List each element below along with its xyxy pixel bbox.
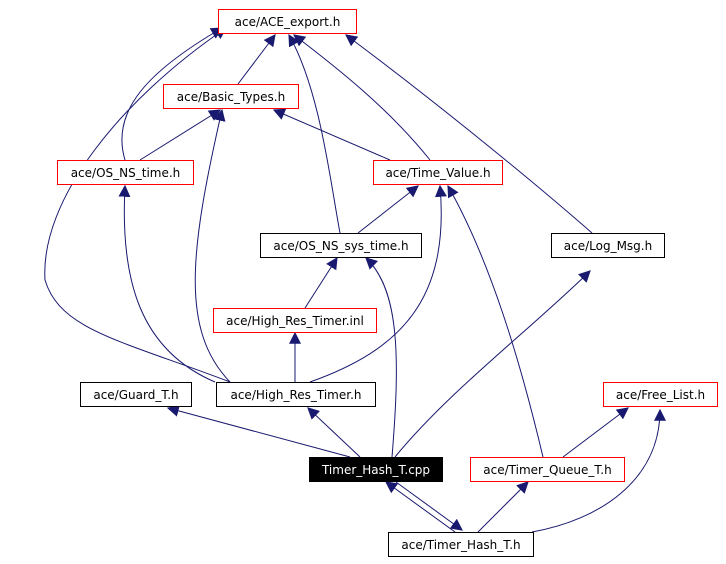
edge-timer-queue-to-time-value (447, 184, 544, 458)
node-os-ns-sys-time[interactable]: ace/OS_NS_sys_time.h (260, 233, 422, 258)
edge-cpp-to-timer-hash-h (395, 481, 463, 531)
edge-timer-hash-h-to-free-list (531, 408, 666, 533)
edge-cpp-to-high-res-timer-h (307, 407, 361, 458)
node-time-value[interactable]: ace/Time_Value.h (373, 160, 503, 185)
node-timer-queue-t[interactable]: ace/Timer_Queue_T.h (470, 457, 625, 482)
node-high-res-timer-h[interactable]: ace/High_Res_Timer.h (216, 382, 376, 407)
edge-timer-hash-h-to-timer-queue (477, 481, 529, 533)
edge-high-res-timer-h-to-os-ns-time (118, 184, 216, 383)
edge-os-ns-time-to-ace-export (121, 27, 224, 161)
edge-timer-queue-to-free-list (562, 407, 629, 458)
edge-high-res-timer-h-to-ace-export (44, 27, 231, 383)
edge-log-msg-to-ace-export (345, 34, 593, 234)
node-ace-export[interactable]: ace/ACE_export.h (218, 9, 357, 34)
node-os-ns-time[interactable]: ace/OS_NS_time.h (57, 160, 194, 185)
edge-cpp-to-os-ns-sys-time (365, 257, 397, 458)
edge-os-ns-sys-time-to-time-value (357, 185, 419, 234)
edge-os-ns-time-to-basic-types (139, 109, 222, 161)
edge-timer-hash-h-to-cpp (385, 481, 456, 533)
node-free-list[interactable]: ace/Free_List.h (603, 382, 718, 407)
edge-basic-types-to-ace-export (237, 34, 276, 85)
node-high-res-timer-inl[interactable]: ace/High_Res_Timer.inl (213, 308, 377, 333)
node-guard-t[interactable]: ace/Guard_T.h (80, 382, 192, 407)
node-timer-hash-cpp: Timer_Hash_T.cpp (309, 457, 443, 482)
node-log-msg[interactable]: ace/Log_Msg.h (551, 233, 665, 258)
edge-os-ns-sys-time-to-ace-export (288, 33, 341, 234)
edge-time-value-to-ace-export (293, 34, 431, 161)
edge-high-res-timer-h-to-basic-types (194, 108, 231, 383)
edge-high-res-timer-inl-to-os-ns-sys-time (304, 256, 338, 309)
edge-cpp-to-log-msg (394, 270, 591, 458)
edge-time-value-to-basic-types (272, 108, 391, 161)
edge-cpp-to-guard-t (166, 405, 351, 458)
node-basic-types[interactable]: ace/Basic_Types.h (163, 84, 299, 109)
node-timer-hash-h[interactable]: ace/Timer_Hash_T.h (388, 532, 534, 557)
edge-high-res-timer-h-to-time-value (309, 184, 447, 383)
